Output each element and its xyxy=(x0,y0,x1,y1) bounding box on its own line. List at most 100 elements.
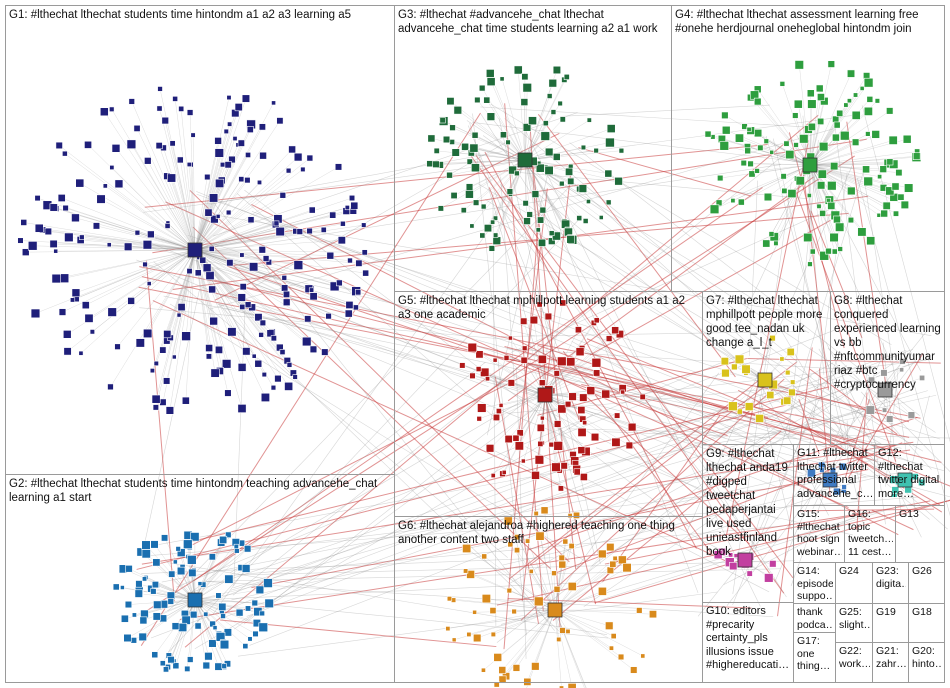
group-panel-g4: G4: #lthechat lthechat assessment learni… xyxy=(671,5,945,292)
node xyxy=(156,105,163,112)
node xyxy=(899,358,906,365)
edge xyxy=(194,166,339,251)
node xyxy=(353,304,359,311)
nodes-layer xyxy=(17,60,926,688)
edge xyxy=(194,249,210,349)
edge xyxy=(230,358,595,573)
edge xyxy=(502,609,556,680)
node xyxy=(531,190,540,198)
node xyxy=(466,631,472,637)
edge xyxy=(770,449,911,471)
edge xyxy=(110,249,196,387)
node xyxy=(273,220,280,227)
edge xyxy=(524,119,590,161)
group-label-g14: G14: episode suppo… xyxy=(797,565,833,602)
edge xyxy=(194,223,277,251)
node xyxy=(557,356,567,367)
edge xyxy=(751,164,811,175)
edge xyxy=(480,106,805,128)
node xyxy=(340,220,346,227)
edge xyxy=(79,182,196,251)
edge xyxy=(194,599,251,640)
edge xyxy=(194,177,208,251)
node xyxy=(292,374,298,380)
edge xyxy=(244,189,689,528)
node xyxy=(493,681,500,688)
edge xyxy=(87,144,196,251)
node xyxy=(882,201,891,210)
group-panel-g3: G3: #lthechat #advancehe_chat lthechat a… xyxy=(394,5,672,292)
edge xyxy=(64,153,196,251)
node xyxy=(608,645,614,651)
node xyxy=(779,81,786,87)
node xyxy=(92,222,101,230)
edge xyxy=(544,302,563,396)
node xyxy=(99,107,109,117)
edge xyxy=(809,110,890,166)
node xyxy=(538,238,547,247)
edge xyxy=(498,117,601,565)
edge xyxy=(544,394,618,416)
edge xyxy=(56,249,196,279)
node xyxy=(886,158,894,166)
node xyxy=(492,232,499,238)
node xyxy=(63,347,72,356)
edge xyxy=(847,353,924,479)
edge xyxy=(144,143,768,208)
edge xyxy=(524,159,528,222)
node xyxy=(197,581,203,586)
node xyxy=(504,434,513,444)
edge xyxy=(196,185,571,572)
edge xyxy=(180,108,196,251)
edge xyxy=(544,394,565,466)
node xyxy=(809,248,816,255)
node xyxy=(337,236,346,245)
edge xyxy=(237,525,783,576)
node xyxy=(135,580,143,588)
node xyxy=(819,467,825,473)
edge xyxy=(524,159,568,230)
hub-node xyxy=(877,382,893,398)
node xyxy=(252,630,259,638)
edge xyxy=(194,124,230,251)
node xyxy=(144,157,152,165)
edge xyxy=(871,509,914,531)
node xyxy=(141,549,151,559)
edge xyxy=(724,505,853,536)
node xyxy=(308,206,316,214)
node xyxy=(480,203,487,210)
node xyxy=(857,227,867,237)
node xyxy=(580,144,587,151)
node xyxy=(548,441,555,448)
edge xyxy=(161,459,794,583)
group-label-g10: G10: editors #precarity certainty_pls il… xyxy=(706,605,790,671)
edge xyxy=(518,69,526,161)
node xyxy=(270,335,277,342)
edge xyxy=(96,225,196,251)
node xyxy=(242,347,251,356)
node xyxy=(219,639,230,650)
node xyxy=(538,379,546,387)
edge xyxy=(799,508,935,512)
edge xyxy=(194,98,247,251)
edge xyxy=(194,599,264,628)
node xyxy=(21,248,30,256)
edge xyxy=(524,159,544,211)
hub-node xyxy=(897,472,913,488)
edge xyxy=(844,399,870,478)
node xyxy=(780,173,787,180)
edge xyxy=(435,159,526,165)
node xyxy=(902,134,912,144)
edge xyxy=(497,609,556,658)
group-label-g3: G3: #lthechat #advancehe_chat lthechat a… xyxy=(398,9,658,35)
edge xyxy=(214,133,560,301)
node xyxy=(171,354,177,360)
edge xyxy=(128,568,196,601)
node xyxy=(164,223,171,229)
edge xyxy=(194,249,308,320)
node xyxy=(459,362,466,369)
edge xyxy=(884,370,899,487)
node xyxy=(186,162,192,167)
edge xyxy=(583,500,740,607)
